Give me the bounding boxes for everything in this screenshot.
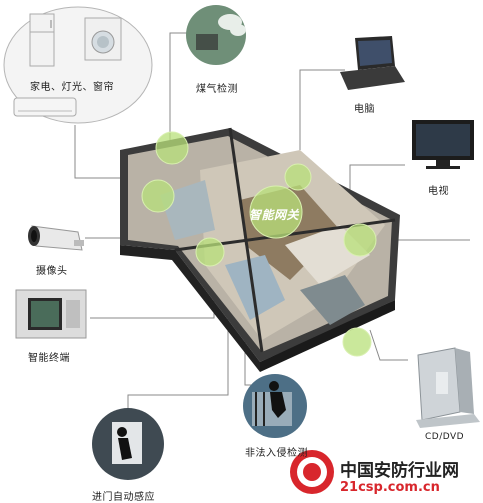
tv-illustration	[412, 120, 474, 169]
label-camera: 摄像头	[36, 266, 68, 277]
label-dvd: CD/DVD	[425, 432, 465, 442]
logo-domain: 21csp.com.cn	[340, 480, 440, 495]
door-sensor-illustration	[92, 408, 164, 480]
label-intrusion: 非法入侵检测	[245, 448, 308, 459]
logo-seal	[290, 450, 334, 494]
laptop-illustration	[340, 36, 405, 90]
sensor-nodes	[141, 131, 377, 357]
refrigerator-illustration	[29, 13, 55, 67]
dvd-illustration	[416, 347, 480, 428]
label-tv: 电视	[428, 186, 449, 197]
label-door: 进门自动感应	[92, 492, 155, 503]
washing-machine-illustration	[84, 17, 122, 61]
label-computer: 电脑	[354, 104, 375, 115]
label-gas: 煤气检测	[196, 84, 238, 95]
gas-detection-illustration	[186, 5, 246, 65]
logo-name: 中国安防行业网	[340, 461, 459, 481]
label-terminal: 智能终端	[28, 353, 70, 364]
label-gateway: 智能网关	[249, 208, 300, 222]
terminal-illustration	[15, 289, 87, 339]
label-appliances: 家电、灯光、窗帘	[30, 82, 114, 93]
intrusion-illustration	[243, 374, 307, 438]
camera-illustration	[28, 225, 84, 251]
air-conditioner-illustration	[13, 97, 77, 117]
